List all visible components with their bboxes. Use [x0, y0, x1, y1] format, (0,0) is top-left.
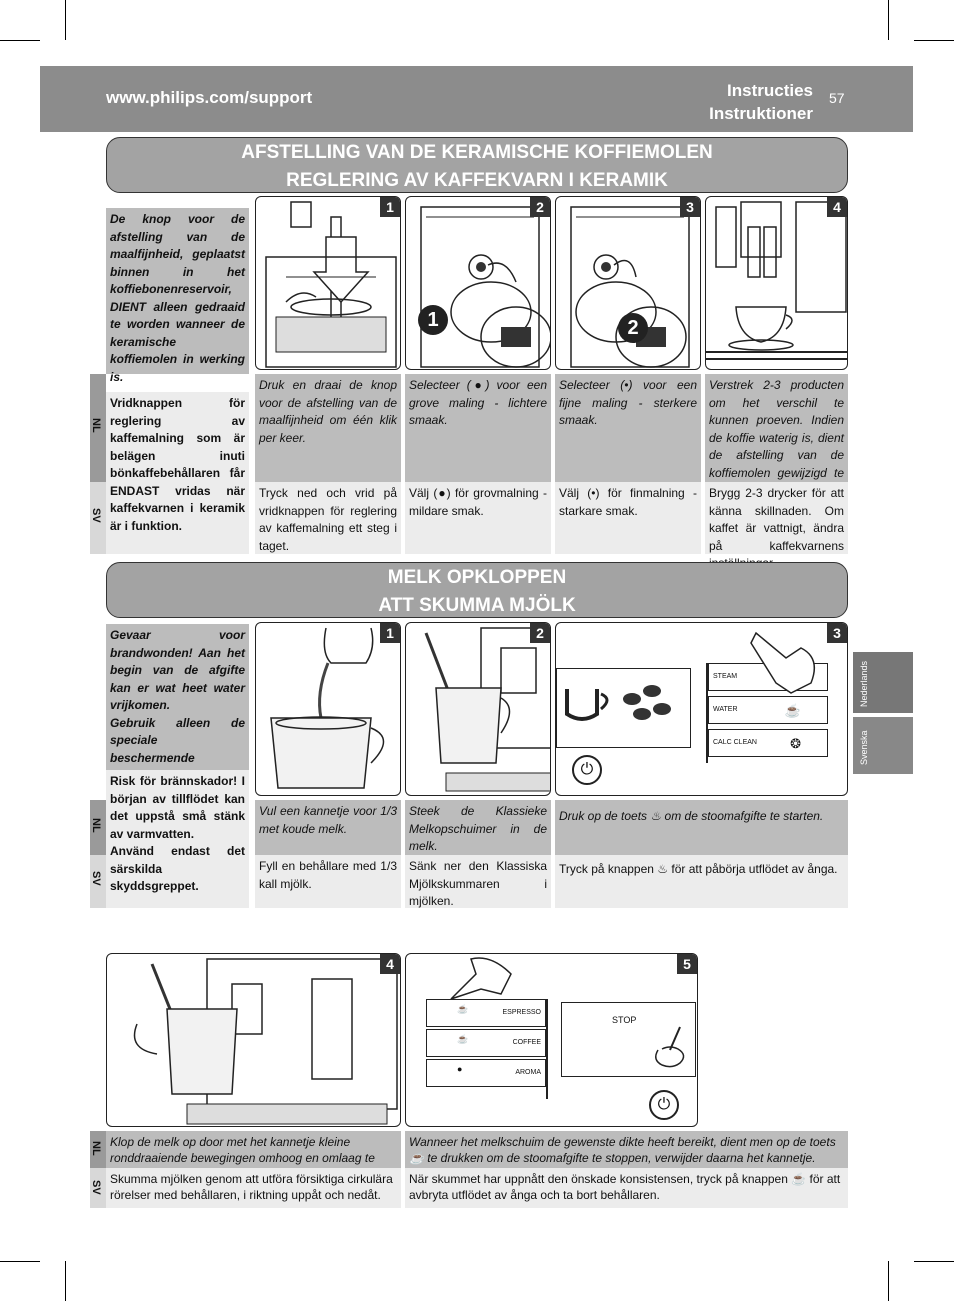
step2-text-sv: Välj (●) för grovmalning - mildare smak.	[405, 482, 551, 554]
button-column-2: ☕ESPRESSO ☕COFFEE ●AROMA	[426, 999, 548, 1099]
milk-step3-text-nl: Druk op de toets ♨ om de stoomafgifte te…	[555, 800, 848, 855]
milk-step1-number: 1	[380, 623, 400, 643]
memo-icon: ☕	[791, 1172, 807, 1186]
espresso-button[interactable]: ☕ESPRESSO	[426, 999, 546, 1027]
step3-number: 3	[680, 197, 700, 217]
lang-tag-sv-3: SV	[90, 1168, 106, 1208]
milk-step2-text-nl: Steek de Klassieke Melkopschuimer in de …	[405, 800, 551, 855]
page-header: www.philips.com/support Instructies Inst…	[40, 66, 913, 132]
power-button-2[interactable]: ⏻	[649, 1090, 679, 1120]
display-screen-stop: STOP	[561, 1002, 696, 1077]
lang-tag-nl-2: NL	[90, 800, 106, 855]
pointing-hand-icon-2	[450, 957, 512, 1000]
step1-text-nl: Druk en draai de knop voor de afstelling…	[255, 374, 401, 482]
step4-text-nl: Verstrek 2-3 producten om het verschil t…	[705, 374, 848, 497]
milk-step4-image: 4	[106, 953, 401, 1127]
milk-step3-text-sv: Tryck på knappen ♨ för att påbörja utflö…	[555, 855, 848, 908]
section1-title-nl: AFSTELLING VAN DE KERAMISCHE KOFFIEMOLEN	[241, 142, 713, 163]
side-tab-nederlands[interactable]: Nederlands	[853, 652, 913, 713]
step4-text-sv: Brygg 2-3 drycker för att känna skillnad…	[705, 482, 848, 570]
section2-warning-sv: Risk för brännskador! I början av tillfl…	[106, 770, 249, 908]
section2-warning-nl-1: Gevaar voor brandwonden! Aan het begin v…	[110, 628, 245, 712]
hot-water-icon: ☕	[784, 703, 801, 718]
milk-step1-image: 1	[255, 622, 401, 796]
support-url[interactable]: www.philips.com/support	[106, 88, 313, 107]
display-stop-text: STOP	[612, 1015, 637, 1025]
steam-wand-icon	[655, 1026, 685, 1068]
espresso-memo-icon: ☕	[457, 1004, 469, 1014]
calc-clean-button[interactable]: CALC CLEAN❂	[708, 729, 828, 757]
step4-image: 4	[705, 196, 848, 370]
milk-step5-text-sv: När skummet har uppnått den önskade kons…	[405, 1168, 848, 1208]
header-title-sv: Instruktioner	[709, 104, 813, 123]
milk-step4-text-sv: Skumma mjölken genom att utföra försikti…	[106, 1168, 401, 1208]
coffee-memo-icon: ☕	[457, 1034, 469, 1044]
page-number: 57	[829, 90, 845, 106]
steam-icon: ♨	[657, 862, 669, 876]
calc-clean-icon: ❂	[790, 736, 801, 751]
step3-text-sv: Välj (•) för finmalning - starkare smak.	[555, 482, 701, 554]
section2-banner: MELK OPKLOPPEN ATT SKUMMA MJÖLK	[106, 562, 848, 618]
step1-text-sv: Tryck ned och vrid på vridknappen för re…	[255, 482, 401, 554]
section2-warning-sv-2: Använd endast det särskilda skyddsgreppe…	[110, 844, 245, 893]
lang-tag-sv: SV	[90, 482, 106, 554]
water-button[interactable]: WATER☕	[708, 696, 828, 724]
section1-warning-nl: De knop voor de afstelling van de maalfi…	[106, 208, 249, 384]
milk-step1-text-sv: Fyll en behållare med 1/3 kall mjölk.	[255, 855, 401, 908]
section1-title-sv: REGLERING AV KAFFEKVARN I KERAMIK	[286, 170, 668, 191]
lang-tag-sv-2: SV	[90, 855, 106, 908]
step1-image: 1	[255, 196, 401, 370]
milk-step2-image: 2	[405, 622, 551, 796]
milk-step5-number: 5	[677, 954, 697, 974]
milk-step1-text-nl: Vul een kannetje voor 1/3 met koude melk…	[255, 800, 401, 855]
step2-text-nl: Selecteer (●) voor een grove maling - li…	[405, 374, 551, 482]
step2-number: 2	[530, 197, 550, 217]
power-button[interactable]: ⏻	[572, 755, 602, 785]
milk-step3-image: STEAM♨ WATER☕ CALC CLEAN❂ ⏻ 3	[555, 622, 848, 796]
steam-icon: ♨	[650, 809, 662, 823]
callout-1: 1	[418, 305, 448, 335]
step3-image: 3 2	[555, 196, 701, 370]
step3-text-nl: Selecteer (•) voor een fijne maling - st…	[555, 374, 701, 482]
section2-title-nl: MELK OPKLOPPEN	[387, 567, 567, 588]
display-screen	[556, 668, 691, 748]
header-title-nl: Instructies	[727, 81, 813, 100]
milk-step5-image: ☕ESPRESSO ☕COFFEE ●AROMA STOP ⏻ 5	[405, 953, 698, 1127]
milk-step5-text-nl: Wanneer het melkschuim de gewenste dikte…	[405, 1131, 848, 1168]
aroma-button[interactable]: ●AROMA	[426, 1059, 546, 1087]
pointing-hand-icon	[750, 631, 816, 694]
section1-warning-sv: Vridknappen för reglering av kaffemalnin…	[106, 392, 249, 554]
section1-banner: AFSTELLING VAN DE KERAMISCHE KOFFIEMOLEN…	[106, 137, 848, 193]
step2-image: 2 1	[405, 196, 551, 370]
milk-step2-text-sv: Sänk ner den Klassiska Mjölkskummaren i …	[405, 855, 551, 908]
milk-step4-number: 4	[380, 954, 400, 974]
milk-step4-text-nl: Klop de melk op door met het kannetje kl…	[106, 1131, 401, 1181]
section2-title-sv: ATT SKUMMA MJÖLK	[378, 595, 576, 616]
milk-step3-number: 3	[827, 623, 847, 643]
aroma-bean-icon: ●	[457, 1064, 463, 1074]
side-tab-svenska[interactable]: Svenska	[853, 717, 913, 774]
callout-2: 2	[618, 313, 648, 343]
step1-number: 1	[380, 197, 400, 217]
coffee-button[interactable]: ☕COFFEE	[426, 1029, 546, 1057]
memo-icon: ☕	[409, 1151, 424, 1165]
lang-tag-nl: NL	[90, 374, 106, 482]
section2-warning-nl: Gevaar voor brandwonden! Aan het begin v…	[106, 624, 249, 782]
section2-warning-sv-1: Risk för brännskador! I början av tillfl…	[110, 774, 245, 841]
lang-tag-nl-3: NL	[90, 1131, 106, 1168]
milk-step2-number: 2	[530, 623, 550, 643]
step4-number: 4	[827, 197, 847, 217]
